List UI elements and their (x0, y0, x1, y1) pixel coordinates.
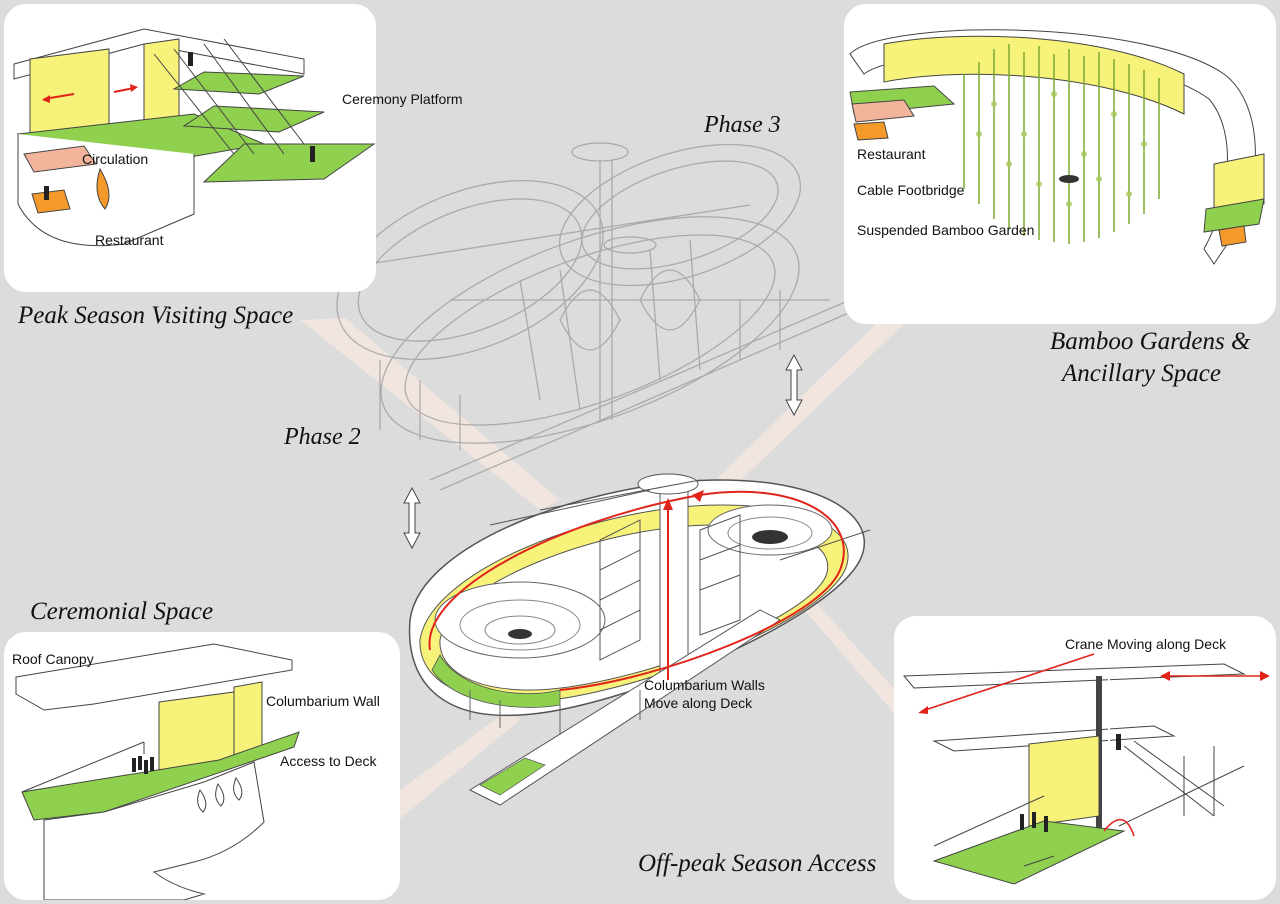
phase2-structure (408, 473, 871, 806)
label-circulation: Circulation (82, 151, 149, 167)
label-suspended-bamboo: Suspended Bamboo Garden (857, 222, 1035, 238)
caption-peak-season: Peak Season Visiting Space (18, 302, 294, 329)
peak-season-illustration (13, 28, 376, 247)
bamboo-illustration (849, 29, 1265, 265)
label-access-to-deck: Access to Deck (280, 753, 377, 769)
caption-bamboo-gardens-line1: Bamboo Gardens & (1050, 328, 1251, 355)
phase3-structure (329, 142, 861, 491)
label-ceremony-platform: Ceremony Platform (342, 91, 463, 107)
panel-ceremonial (4, 632, 400, 900)
beam-peak-season (300, 318, 560, 510)
label-columbarium-walls-line2: Move along Deck (644, 695, 753, 711)
label-restaurant-tr: Restaurant (857, 146, 926, 162)
label-cable-footbridge: Cable Footbridge (857, 182, 965, 198)
label-columbarium-walls-line1: Columbarium Walls (644, 677, 765, 693)
offpeak-illustration (902, 653, 1270, 885)
phase-arrow-left (403, 486, 421, 550)
label-columbarium-wall: Columbarium Wall (266, 693, 380, 709)
bowl-garden-left (434, 581, 606, 659)
panel-offpeak (894, 616, 1276, 900)
caption-offpeak: Off-peak Season Access (638, 850, 877, 877)
beam-bamboo (700, 318, 910, 500)
ceremonial-illustration (15, 643, 300, 900)
beam-ceremonial (360, 712, 520, 835)
label-restaurant-tl: Restaurant (95, 232, 164, 248)
panel-bamboo-gardens (844, 4, 1276, 324)
label-crane-moving: Crane Moving along Deck (1065, 636, 1227, 652)
phase-arrow-right (785, 353, 803, 417)
caption-phase3: Phase 3 (704, 112, 781, 138)
beam-offpeak (800, 598, 900, 720)
label-roof-canopy: Roof Canopy (12, 651, 94, 667)
caption-phase2: Phase 2 (284, 424, 361, 450)
caption-ceremonial: Ceremonial Space (30, 598, 214, 625)
caption-bamboo-gardens-line2: Ancillary Space (1062, 360, 1221, 387)
panel-peak-season (4, 4, 376, 292)
